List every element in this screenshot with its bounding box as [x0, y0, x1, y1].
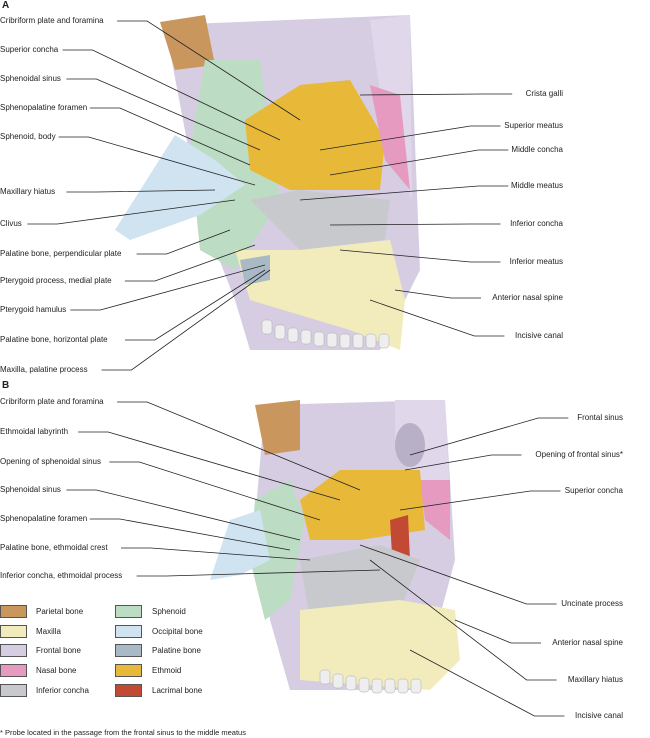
leader-line — [117, 20, 301, 121]
leader-line — [109, 461, 321, 521]
legend-swatch — [0, 644, 27, 658]
legend-swatch — [115, 644, 142, 658]
leader-line — [124, 244, 256, 282]
leader-line — [136, 569, 381, 577]
legend-swatch — [0, 624, 27, 638]
legend-swatch — [115, 605, 142, 618]
leader-line — [399, 490, 561, 511]
leader-line — [329, 223, 501, 226]
panel_b-right-label: Opening of frontal sinus* — [535, 450, 623, 459]
leader-line — [369, 299, 505, 337]
leader-line — [359, 544, 557, 605]
panel_b-right-label: Uncinate process — [561, 599, 623, 608]
panel_b-right-label: Anterior nasal spine — [552, 638, 623, 647]
leader-lines — [27, 20, 569, 717]
panel_b-left-label: Opening of sphenoidal sinus — [0, 457, 101, 466]
panel_a-left-label: Palatine bone, horizontal plate — [0, 335, 108, 344]
leader-line — [394, 289, 481, 299]
panel_b-left-label: Cribriform plate and foramina — [0, 397, 104, 406]
panel_a-left-label: Pterygoid process, medial plate — [0, 276, 112, 285]
footnote: * Probe located in the passage from the … — [0, 728, 246, 737]
panel_a-right-label: Inferior meatus — [509, 257, 563, 266]
legend-swatch — [0, 664, 27, 678]
panel_a-left-label: Maxillary hiatus — [0, 187, 56, 196]
panel_b-right-label: Maxillary hiatus — [567, 675, 623, 684]
panel_a-left-label: Palatine bone, perpendicular plate — [0, 249, 122, 258]
legend-label: Palatine bone — [152, 646, 201, 656]
panel_a-left-label: Pterygoid hamulus — [0, 305, 67, 314]
legend-label: Occipital bone — [152, 626, 203, 636]
panel_a-right-label: Incisive canal — [514, 331, 563, 340]
leader-line — [359, 93, 513, 96]
leader-line — [124, 269, 266, 341]
leader-line — [136, 229, 231, 255]
legend-swatch — [115, 624, 142, 638]
panel_a-left-label: Sphenopalatine foramen — [0, 103, 88, 112]
panel_a-right-label: Superior meatus — [504, 121, 563, 130]
legend-label: Parietal bone — [36, 607, 84, 616]
panel_b-left-label: Inferior concha, ethmoidal process — [0, 571, 123, 580]
leader-line — [409, 649, 565, 717]
leader-line — [89, 518, 291, 551]
leader-line — [66, 189, 216, 193]
legend-swatch — [0, 683, 27, 697]
leader-line — [369, 559, 557, 681]
legend-swatch — [115, 683, 142, 697]
leader-line — [70, 264, 266, 311]
panel_a-right-label: Inferior concha — [510, 219, 563, 228]
skull-section-a — [115, 15, 420, 350]
leader-line — [58, 136, 256, 186]
leader-line — [329, 149, 509, 176]
panel_a-left-label: Superior concha — [0, 45, 59, 54]
legend-label: Ethmoid — [152, 666, 182, 676]
leader-line — [319, 125, 501, 151]
legend-label: Maxilla — [36, 626, 61, 636]
panel_b-left-label: Ethmoidal labyrinth — [0, 427, 69, 436]
leader-line — [89, 107, 251, 166]
panel_a-right-label: Crista galli — [525, 89, 563, 98]
leader-line — [299, 185, 509, 201]
panel_a-left-label: Cribriform plate and foramina — [0, 16, 104, 25]
legend-swatch — [0, 605, 27, 618]
leader-line — [409, 417, 569, 456]
leader-line — [101, 269, 271, 371]
panel-b-letter: B — [2, 380, 10, 391]
legend-label: Nasal bone — [36, 666, 77, 676]
panel_b-left-label: Sphenoidal sinus — [0, 485, 61, 494]
legend-label: Lacrimal bone — [152, 685, 203, 695]
panel_a-left-label: Clivus — [0, 219, 22, 228]
legend-swatch — [115, 664, 142, 678]
leader-line — [121, 547, 311, 561]
panel_a-right-label: Middle concha — [511, 145, 563, 154]
legend-label: Frontal bone — [36, 646, 81, 656]
leader-line — [78, 431, 341, 501]
legend-label: Sphenoid — [152, 607, 186, 616]
panel_a-right-label: Middle meatus — [510, 181, 563, 190]
panel-a-letter: A — [2, 0, 10, 11]
leader-line — [404, 454, 522, 471]
panel_b-right-label: Superior concha — [564, 486, 623, 495]
panel_b-left-label: Palatine bone, ethmoidal crest — [0, 543, 108, 552]
skull-section-b — [210, 400, 460, 694]
legend-label: Inferior concha — [36, 685, 89, 695]
leader-line — [117, 401, 361, 491]
leader-line — [339, 249, 501, 263]
panel_b-right-label: Incisive canal — [574, 711, 623, 720]
panel_a-left-label: Sphenoid, body — [0, 132, 56, 141]
panel_b-left-label: Sphenopalatine foramen — [0, 514, 88, 523]
panel_a-left-label: Sphenoidal sinus — [0, 74, 61, 83]
leader-line — [66, 489, 301, 541]
leader-line — [62, 49, 281, 141]
panel_b-right-label: Frontal sinus — [577, 413, 623, 422]
panel_a-right-label: Anterior nasal spine — [492, 293, 563, 302]
panel_a-left-label: Maxilla, palatine process — [0, 365, 88, 374]
leader-line — [27, 199, 236, 225]
leader-line — [454, 619, 541, 644]
leader-line — [66, 78, 261, 151]
